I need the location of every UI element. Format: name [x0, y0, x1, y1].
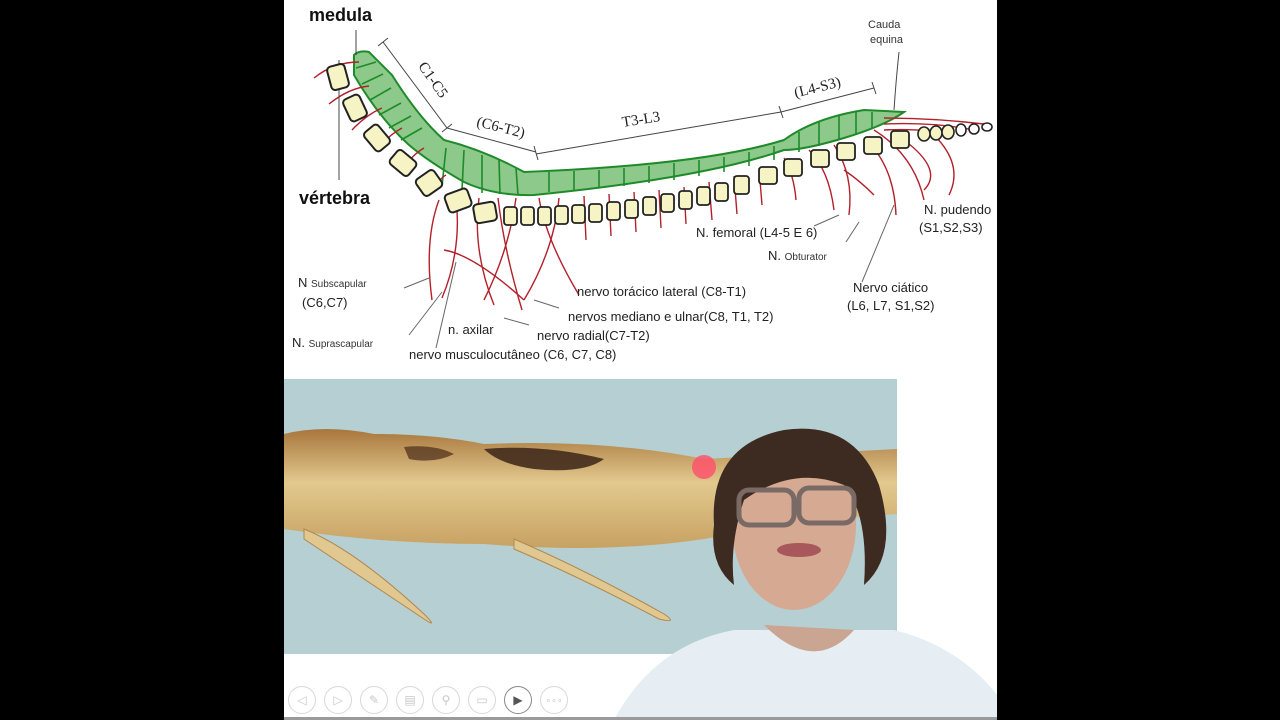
presenter-image — [614, 428, 997, 720]
ciatico-label: Nervo ciático — [853, 280, 929, 295]
presenter-webcam-overlay — [614, 425, 997, 720]
camera-button[interactable]: ▶ — [504, 686, 532, 714]
toracico-lateral-label: nervo torácico lateral (C8-T1) — [577, 284, 747, 299]
pen-icon: ✎ — [368, 693, 380, 707]
suprascapular-label: N. Suprascapular — [292, 335, 374, 351]
n-prefix: N. — [768, 248, 781, 263]
next-slide-button[interactable]: ▷ — [324, 686, 352, 714]
slide-overview-button[interactable]: ▤ — [396, 686, 424, 714]
spinal-cord-shape — [353, 50, 907, 197]
subtitles-icon: ▭ — [476, 693, 488, 707]
subscapular-name: Subscapular — [311, 279, 367, 290]
video-camera-icon: ▶ — [513, 693, 523, 707]
musculocutaneo-label: nervo musculocutâneo (C6, C7, C8) — [409, 347, 617, 362]
triangle-left-icon: ◁ — [297, 693, 307, 707]
cauda-equina-label-line1: Cauda — [868, 19, 901, 31]
cauda-equina-label-line2: equina — [870, 34, 904, 46]
more-options-button[interactable]: ∘∘∘ — [540, 686, 568, 714]
pudendo-label: N. pudendo — [924, 202, 992, 217]
radial-label: nervo radial(C7-T2) — [537, 328, 650, 343]
previous-slide-button[interactable]: ◁ — [288, 686, 316, 714]
pen-tool-button[interactable]: ✎ — [360, 686, 388, 714]
pudendo-roots: (S1,S2,S3) — [919, 220, 983, 235]
slides-grid-icon: ▤ — [404, 693, 416, 707]
suprascapular-name: Suprascapular — [308, 339, 374, 350]
vertebra-label: vértebra — [299, 188, 371, 208]
mediano-ulnar-label: nervos mediano e ulnar(C8, T1, T2) — [568, 309, 774, 324]
presentation-toolbar: ◁ ▷ ✎ ▤ ⚲ ▭ ▶ ∘∘∘ — [288, 686, 568, 716]
magnifier-icon: ⚲ — [441, 693, 451, 707]
subscapular-roots: (C6,C7) — [302, 295, 348, 310]
medula-label: medula — [309, 5, 373, 25]
zoom-button[interactable]: ⚲ — [432, 686, 460, 714]
n-prefix: N — [298, 275, 308, 290]
ellipsis-icon: ∘∘∘ — [545, 694, 563, 705]
axilar-label: n. axilar — [448, 322, 494, 337]
obturator-name: Obturator — [784, 252, 827, 263]
triangle-right-icon: ▷ — [333, 693, 343, 707]
obturator-label: N. Obturator — [768, 248, 827, 264]
laser-pointer-dot — [692, 455, 716, 479]
ciatico-roots: (L6, L7, S1,S2) — [847, 298, 935, 313]
slide-bottom-border — [284, 717, 997, 720]
n-prefix: N. — [292, 335, 305, 350]
subscapular-label: N Subscapular — [298, 275, 367, 291]
spinal-nerve-diagram: medula vértebra C1-C5 (C6-T2) T3-L3 (L4-… — [284, 0, 997, 375]
femoral-label: N. femoral (L4-5 E 6) — [696, 225, 818, 240]
diagram-graphic — [313, 30, 993, 349]
presentation-slide: medula vértebra C1-C5 (C6-T2) T3-L3 (L4-… — [284, 0, 997, 720]
subtitles-button[interactable]: ▭ — [468, 686, 496, 714]
